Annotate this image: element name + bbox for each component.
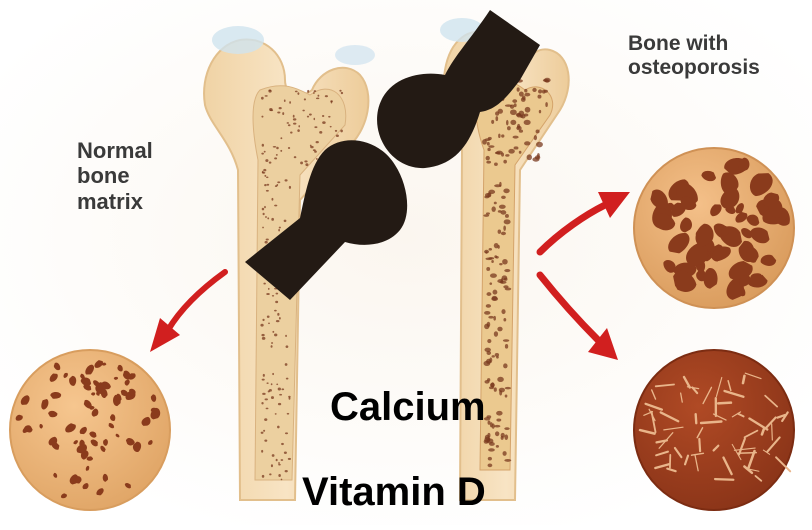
normal-bone-label-line: bone: [77, 163, 153, 188]
normal-matrix-circle: [10, 350, 170, 510]
normal-bone-label: Normal bone matrix: [77, 138, 153, 214]
osteoporosis-label-line: Bone with: [628, 32, 760, 56]
vitamin-d-text: Vitamin D: [302, 470, 486, 515]
normal-bone-label-line: matrix: [77, 189, 153, 214]
severe-osteoporosis-matrix-circle: [634, 350, 794, 510]
osteoporosis-matrix-circle: [634, 148, 794, 308]
normal-bone-label-line: Normal: [77, 138, 153, 163]
osteoporosis-label: Bone with osteoporosis: [628, 32, 760, 80]
calcium-text: Calcium: [330, 385, 486, 430]
osteoporosis-label-line: osteoporosis: [628, 56, 760, 80]
